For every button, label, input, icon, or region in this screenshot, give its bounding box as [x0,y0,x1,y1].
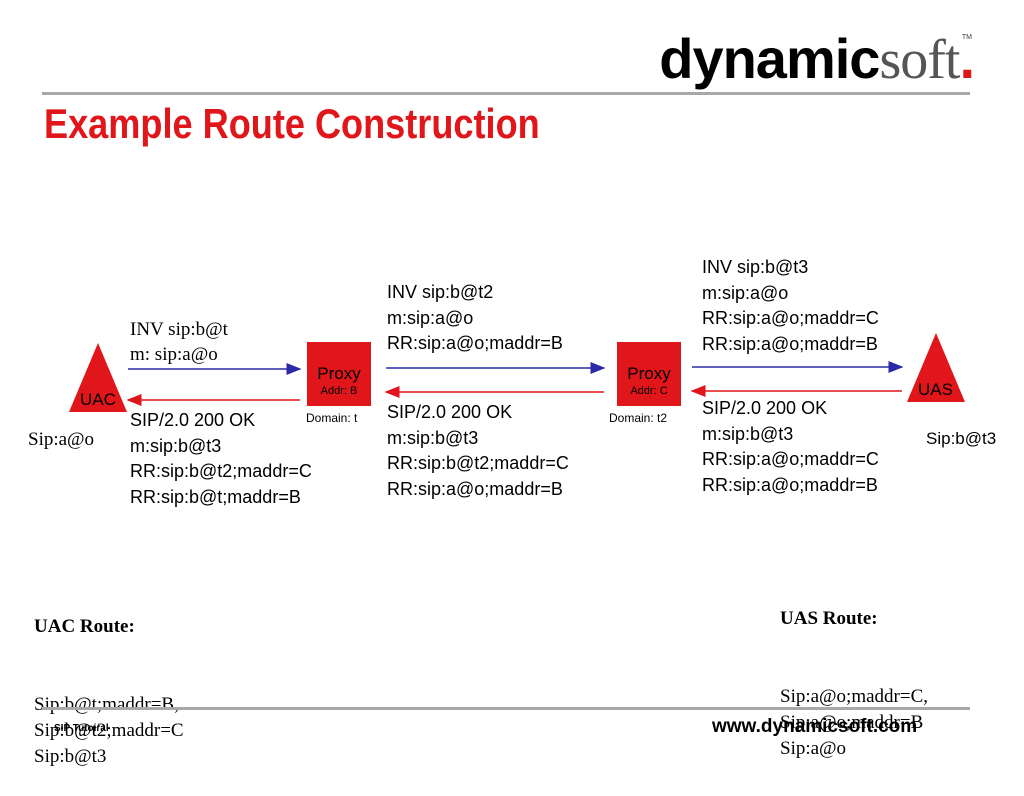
page-title: Example Route Construction [44,100,540,147]
uas-triangle [907,333,965,402]
footer-url: www.dynamicsoft.com [712,716,918,737]
proxy-b-addr: Addr: B [320,385,358,397]
uac-label: UAC [80,390,116,409]
uas-address: Sip:b@t3 [926,429,997,448]
footer-left-text: SIP Tutoiral [54,723,109,734]
invite-message-1: INV sip:b@t m: sip:a@o [130,319,228,365]
ok-message-1: SIP/2.0 200 OK m:sip:b@t3 RR:sip:b@t2;ma… [130,410,312,507]
uac-route-block: UAC Route: Sip:b@t;maddr=B, Sip:b@t2;mad… [34,562,184,796]
proxy-c-box: Proxy Addr: C [617,342,681,406]
uas-route-block: UAS Route: Sip:a@o;maddr=C, Sip:a@o;madd… [780,554,928,788]
proxy-b-domain: Domain: t [306,411,358,425]
uas-route-lines: Sip:a@o;maddr=C, Sip:a@o;maddr=B Sip:a@o [780,686,929,759]
proxy-c-label: Proxy [627,364,671,383]
invite-message-3: INV sip:b@t3 m:sip:a@o RR:sip:a@o;maddr=… [702,257,879,354]
proxy-b-box: Proxy Addr: B [307,342,371,406]
ok-message-2: SIP/2.0 200 OK m:sip:b@t3 RR:sip:b@t2;ma… [387,402,569,499]
dynamicsoft-logo: dynamicsoft. [659,27,975,91]
trademark-mark: TM [961,34,972,41]
proxy-c-domain: Domain: t2 [609,411,668,425]
uac-route-heading: UAC Route: [34,616,135,637]
invite-message-2: INV sip:b@t2 m:sip:a@o RR:sip:a@o;maddr=… [387,282,563,353]
ok-message-3: SIP/2.0 200 OK m:sip:b@t3 RR:sip:a@o;mad… [702,398,879,495]
footer-rule [42,707,970,710]
proxy-b-label: Proxy [317,364,361,383]
uas-label: UAS [918,380,953,399]
header-rule [42,92,970,95]
proxy-c-addr: Addr: C [630,385,668,397]
uas-route-heading: UAS Route: [780,608,878,629]
route-diagram-lines [69,333,965,412]
uac-address: Sip:a@o [28,429,95,450]
uac-triangle [69,343,127,412]
